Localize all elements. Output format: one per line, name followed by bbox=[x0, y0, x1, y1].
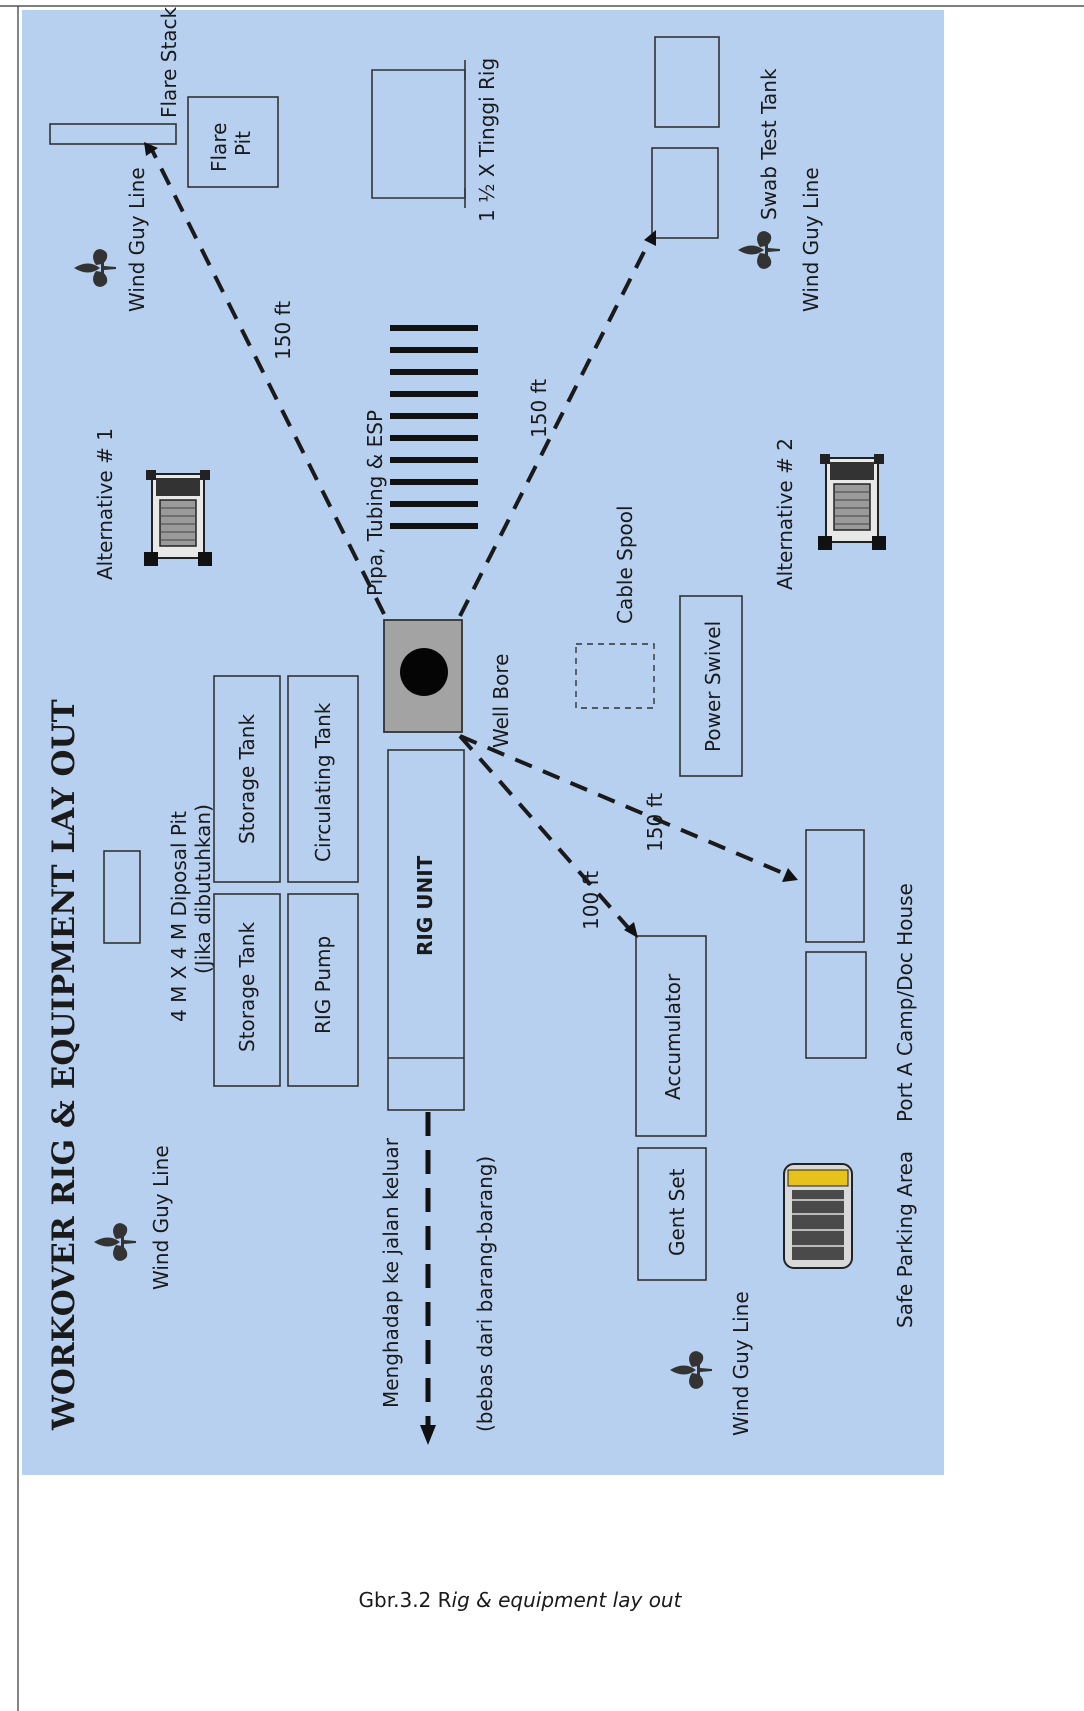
storage-tank-label-bottom: Storage Tank bbox=[235, 922, 259, 1052]
wind-guy-line-label-4: Wind Guy Line bbox=[729, 1291, 753, 1436]
arrow-to-swab bbox=[644, 230, 656, 246]
swab-tank-2 bbox=[651, 147, 719, 239]
pipa-tubing-label: Pipa, Tubing & ESP bbox=[363, 410, 387, 596]
line-to-swab bbox=[458, 239, 652, 617]
well-bore-label: Well Bore bbox=[489, 654, 513, 748]
distance-swab-label: 150 ft bbox=[527, 379, 551, 438]
flare-pit-shape bbox=[187, 96, 279, 188]
exit-arrowhead bbox=[420, 1425, 436, 1445]
safe-parking-label: Safe Parking Area bbox=[893, 1151, 917, 1328]
figure-caption: Gbr.3.2 Rig & equipment lay out bbox=[0, 1588, 1040, 1612]
arrow-to-flare bbox=[144, 142, 158, 156]
cable-spool-shape bbox=[575, 643, 655, 709]
caption-prefix: Gbr.3.2 R bbox=[358, 1588, 452, 1612]
circulating-tank bbox=[287, 675, 359, 883]
rig-unit-label: RIG UNIT bbox=[413, 855, 437, 956]
accumulator-label: Accumulator bbox=[661, 973, 685, 1100]
rig-pump-label: RIG Pump bbox=[311, 936, 335, 1034]
storage-tank-bottom bbox=[213, 893, 281, 1087]
disposal-pit-label: 4 M X 4 M Diposal Pit bbox=[167, 811, 191, 1022]
distance-flare-label: 150 ft bbox=[271, 301, 295, 360]
diagram-title: WORKOVER RIG & EQUIPMENT LAY OUT bbox=[46, 699, 82, 1431]
line-to-accumulator bbox=[458, 734, 634, 934]
flare-stack-label: Flare Stack bbox=[157, 6, 181, 118]
power-swivel-label: Power Swivel bbox=[701, 621, 725, 752]
port-a-camp-2 bbox=[805, 951, 867, 1059]
distance-camp-label: 150 ft bbox=[643, 793, 667, 852]
menghadap-label: Menghadap ke jalan keluar bbox=[379, 1137, 403, 1408]
rig-unit-shape bbox=[387, 749, 465, 1111]
arrow-to-camp bbox=[782, 868, 798, 882]
wellbore-icon bbox=[400, 648, 448, 696]
alternative-1-label: Alternative # 1 bbox=[93, 428, 117, 580]
circulating-tank-label: Circulating Tank bbox=[311, 702, 335, 862]
caption-italic: ig & equipment lay out bbox=[451, 1588, 682, 1612]
alternative-2-label: Alternative # 2 bbox=[773, 438, 797, 590]
wind-guy-line-label-1: Wind Guy Line bbox=[125, 167, 149, 312]
swab-tank-1 bbox=[654, 36, 720, 128]
flare-pit-label-1: Flare bbox=[207, 123, 231, 172]
bebas-label: (bebas dari barang-barang) bbox=[473, 1156, 497, 1432]
arrow-to-accumulator bbox=[624, 922, 638, 938]
port-a-camp-1 bbox=[805, 829, 865, 943]
distance-accumulator-label: 100 ft bbox=[579, 871, 603, 930]
port-a-camp-label: Port A Camp/Doc House bbox=[893, 883, 917, 1122]
line-to-flare bbox=[148, 145, 386, 615]
disposal-pit-shape bbox=[103, 850, 141, 944]
storage-tank-label-top: Storage Tank bbox=[235, 714, 259, 844]
flare-pit-label-2: Pit bbox=[231, 131, 255, 156]
tinggi-rig-label: 1 ½ X Tinggi Rig bbox=[475, 58, 499, 222]
truck-icon bbox=[143, 469, 213, 567]
truck-icon bbox=[817, 453, 887, 551]
flare-stack-shape bbox=[49, 123, 177, 145]
storage-tank-top bbox=[213, 675, 281, 883]
gent-set-shape bbox=[637, 1147, 707, 1281]
cable-spool-label: Cable Spool bbox=[613, 505, 637, 624]
accumulator-shape bbox=[635, 935, 707, 1137]
rig-pump bbox=[287, 893, 359, 1087]
wind-guy-line-label-2: Wind Guy Line bbox=[799, 167, 823, 312]
power-swivel-shape bbox=[679, 595, 743, 777]
wind-guy-line-label-3: Wind Guy Line bbox=[149, 1145, 173, 1290]
gent-set-label: Gent Set bbox=[665, 1168, 689, 1256]
pipe-rack bbox=[390, 325, 478, 529]
disposal-pit-note: (Jika dibutuhkan) bbox=[191, 804, 215, 974]
swab-test-tank-label: Swab Test Tank bbox=[757, 68, 781, 220]
bus-icon bbox=[783, 1163, 853, 1269]
